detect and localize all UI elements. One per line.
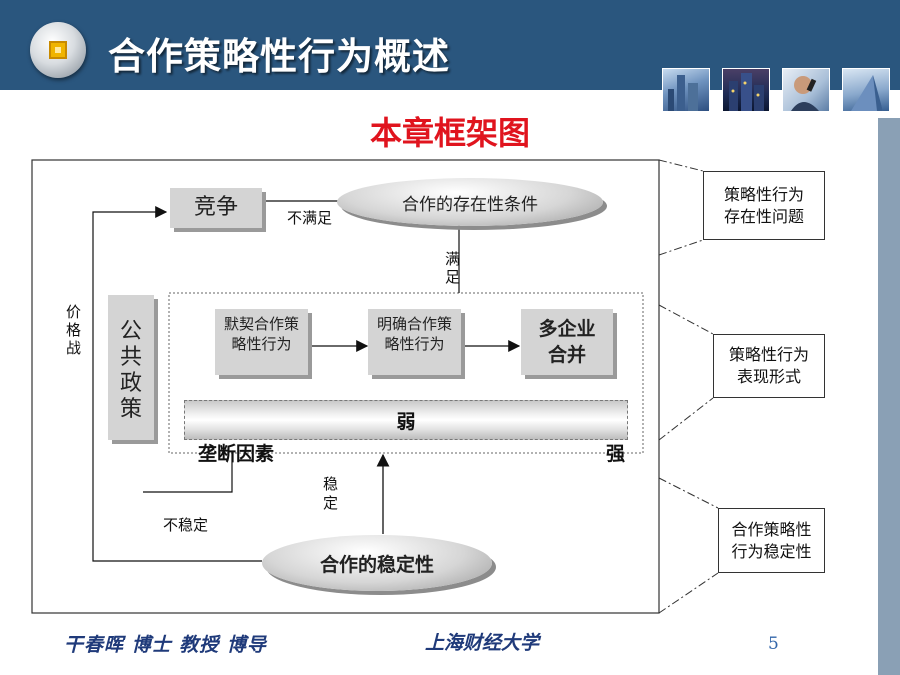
slide-title: 合作策略性行为概述: [108, 35, 450, 78]
framework-title: 本章框架图: [369, 114, 530, 152]
phone-call-photo: [782, 68, 830, 112]
satisfied-label: 满足: [445, 250, 461, 286]
merger-label: 多企业合并: [538, 318, 596, 366]
existence-issue-label: 策略性行为存在性问题: [723, 184, 804, 226]
explicit-collusion-box: 明确合作策略性行为: [368, 309, 461, 375]
competition-label: 竞争: [193, 195, 238, 220]
existence-issue-note: 策略性行为存在性问题: [703, 171, 825, 240]
logo-square-icon: [49, 41, 67, 59]
forms-note: 策略性行为表现形式: [713, 334, 825, 398]
page-number: 5: [768, 634, 779, 654]
tacit-collusion-box: 默契合作策略性行为: [215, 309, 308, 375]
not-satisfied-label: 不满足: [287, 209, 333, 227]
explicit-collusion-label: 明确合作策略性行为: [376, 315, 452, 353]
author-footer: 干春晖 博士 教授 博导: [64, 634, 267, 656]
strength-gradient-bar: 弱: [184, 400, 628, 440]
forms-label: 策略性行为表现形式: [728, 345, 809, 386]
city-night-photo: [722, 68, 770, 112]
weak-label: 弱: [396, 410, 416, 433]
school-footer: 上海财经大学: [425, 632, 540, 654]
right-decor-bar: [878, 118, 900, 675]
cooperation-stability-label: 合作的稳定性: [319, 553, 434, 576]
strong-label: 强: [606, 443, 626, 465]
tower-photo: [842, 68, 890, 112]
merger-box: 多企业合并: [521, 309, 613, 375]
monopoly-factors-label: 垄断因素: [198, 443, 275, 465]
stability-note: 合作策略性行为稳定性: [718, 508, 825, 573]
price-war-label: 价格战: [66, 303, 84, 357]
competition-box: 竞争: [170, 188, 262, 228]
tacit-collusion-label: 默契合作策略性行为: [223, 315, 299, 353]
cooperation-stability-ellipse: 合作的稳定性: [262, 535, 492, 591]
existence-condition-label: 合作的存在性条件: [402, 194, 538, 215]
stable-label: 稳定: [323, 475, 339, 512]
unstable-label: 不稳定: [163, 516, 209, 534]
public-policy-box: 公共政策: [108, 295, 154, 440]
public-policy-label: 公共政策: [119, 319, 142, 422]
city-building-photo: [662, 68, 710, 112]
stability-note-label: 合作策略性行为稳定性: [731, 519, 812, 561]
existence-condition-ellipse: 合作的存在性条件: [337, 178, 603, 226]
